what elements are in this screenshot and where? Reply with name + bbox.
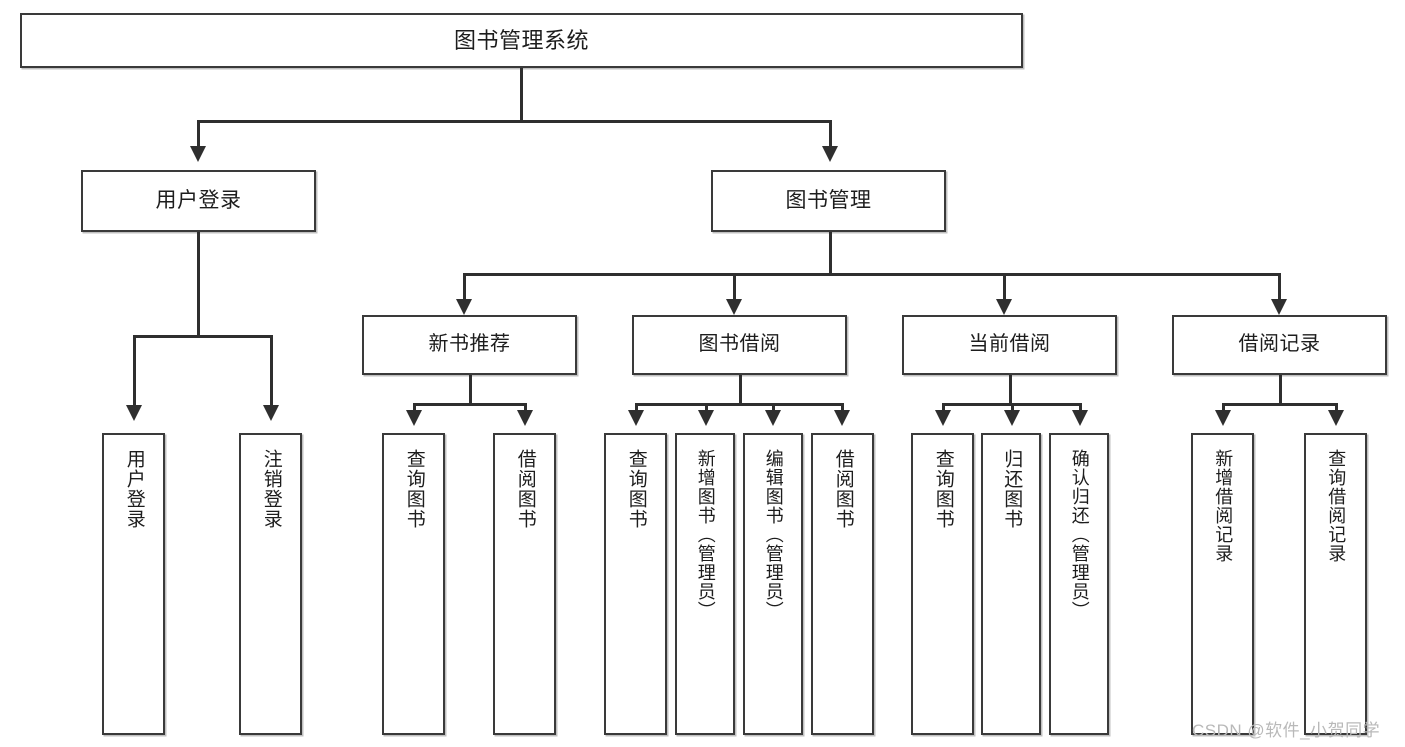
arrowhead-newbook-leaf2 [517,410,533,426]
connector-bookborrow-to-leaf2 [705,403,708,413]
connector-borrowrecord-to-leaf1 [1222,403,1225,413]
node-root-system[interactable]: 图书管理系统 [20,13,1023,68]
node-label: 归还图书 [1001,449,1023,529]
arrowhead-bookborrow-leaf2 [698,410,714,426]
connector-root-drop [520,68,523,120]
node-label: 查询图书 [625,449,647,529]
connector-bookmgmt-to-borrow [733,273,736,301]
leaf-bookborrow-query-book[interactable]: 查询图书 [604,433,667,735]
connector-bookmgmt-to-new [463,273,466,301]
node-label: 编辑图书（管理员） [763,449,784,620]
connector-borrowrecord-bus [1222,403,1337,406]
arrowhead-login-leaf1 [126,405,142,421]
connector-bookmgmt-drop [829,232,832,273]
leaf-currentborrow-return-book[interactable]: 归还图书 [981,433,1041,735]
leaf-newbook-borrow-book[interactable]: 借阅图书 [493,433,556,735]
arrowhead-bookmgmt-record [1271,299,1287,315]
connector-root-to-bookmgmt [829,120,832,148]
connector-login-bus [133,335,272,338]
leaf-bookborrow-edit-book-admin[interactable]: 编辑图书（管理员） [743,433,803,735]
leaf-newbook-query-book[interactable]: 查询图书 [382,433,445,735]
connector-bookmgmt-to-record [1278,273,1281,301]
leaf-currentborrow-query-book[interactable]: 查询图书 [911,433,974,735]
node-label: 新书推荐 [428,333,511,356]
leaf-bookborrow-borrow-book[interactable]: 借阅图书 [811,433,874,735]
node-label: 查询图书 [932,449,954,529]
leaf-currentborrow-confirm-return-admin[interactable]: 确认归还（管理员） [1049,433,1109,735]
node-label: 用户登录 [155,188,242,212]
connector-currentborrow-drop [1009,375,1012,403]
connector-currentborrow-to-leaf3 [1079,403,1082,413]
node-user-login[interactable]: 用户登录 [81,170,316,232]
arrowhead-bookborrow-leaf4 [834,410,850,426]
connector-bookborrow-to-leaf3 [772,403,775,413]
connector-bookmgmt-to-current [1003,273,1006,301]
arrowhead-bookborrow-leaf1 [628,410,644,426]
connector-login-drop [197,232,200,335]
arrowhead-currentborrow-leaf2 [1004,410,1020,426]
connector-root-bus [197,120,831,123]
node-label: 借阅记录 [1238,333,1321,356]
arrowhead-currentborrow-leaf1 [935,410,951,426]
connector-newbook-drop [469,375,472,403]
arrowhead-bookborrow-leaf3 [765,410,781,426]
node-label: 查询图书 [403,449,425,529]
arrowhead-currentborrow-leaf3 [1072,410,1088,426]
arrowhead-borrowrecord-leaf2 [1328,410,1344,426]
leaf-borrowrecord-query-record[interactable]: 查询借阅记录 [1304,433,1367,735]
node-label: 图书管理 [785,188,872,212]
node-label: 用户登录 [123,449,145,529]
arrowhead-bookmgmt-current [996,299,1012,315]
connector-currentborrow-to-leaf1 [942,403,945,413]
connector-root-to-login [197,120,200,148]
csdn-watermark: CSDN @软件_小贺同学 [1192,721,1381,740]
node-label: 新增图书（管理员） [695,449,716,620]
arrowhead-newbook-leaf1 [406,410,422,426]
connector-borrowrecord-drop [1279,375,1282,403]
node-label: 图书借阅 [698,333,781,356]
node-new-book-recommend[interactable]: 新书推荐 [362,315,577,375]
connector-newbook-bus [413,403,526,406]
node-label: 图书管理系统 [453,27,589,53]
node-borrow-record[interactable]: 借阅记录 [1172,315,1387,375]
connector-bookborrow-bus [635,403,843,406]
node-label: 注销登录 [260,449,282,529]
node-book-borrow[interactable]: 图书借阅 [632,315,847,375]
node-label: 借阅图书 [832,449,854,529]
connector-bookborrow-to-leaf4 [841,403,844,413]
arrowhead-root-to-login [190,146,206,162]
leaf-borrowrecord-add-record[interactable]: 新增借阅记录 [1191,433,1254,735]
node-current-borrow[interactable]: 当前借阅 [902,315,1117,375]
node-book-management[interactable]: 图书管理 [711,170,946,232]
arrowhead-root-to-bookmgmt [822,146,838,162]
leaf-user-login-signin[interactable]: 用户登录 [102,433,165,735]
node-label: 新增借阅记录 [1213,449,1234,563]
node-label: 当前借阅 [968,333,1051,356]
leaf-bookborrow-add-book-admin[interactable]: 新增图书（管理员） [675,433,735,735]
node-label: 借阅图书 [514,449,536,529]
connector-bookborrow-drop [739,375,742,403]
arrowhead-bookmgmt-new [456,299,472,315]
connector-borrowrecord-to-leaf2 [1335,403,1338,413]
connector-newbook-to-leaf2 [524,403,527,413]
arrowhead-borrowrecord-leaf1 [1215,410,1231,426]
connector-bookborrow-to-leaf1 [635,403,638,413]
connector-login-to-leaf1 [133,335,136,407]
node-label: 查询借阅记录 [1326,449,1347,563]
arrowhead-login-leaf2 [263,405,279,421]
node-label: 确认归还（管理员） [1069,449,1090,620]
connector-newbook-to-leaf1 [413,403,416,413]
connector-bookmgmt-bus [463,273,1281,276]
connector-login-to-leaf2 [270,335,273,407]
leaf-user-login-signout[interactable]: 注销登录 [239,433,302,735]
connector-currentborrow-to-leaf2 [1011,403,1014,413]
arrowhead-bookmgmt-borrow [726,299,742,315]
